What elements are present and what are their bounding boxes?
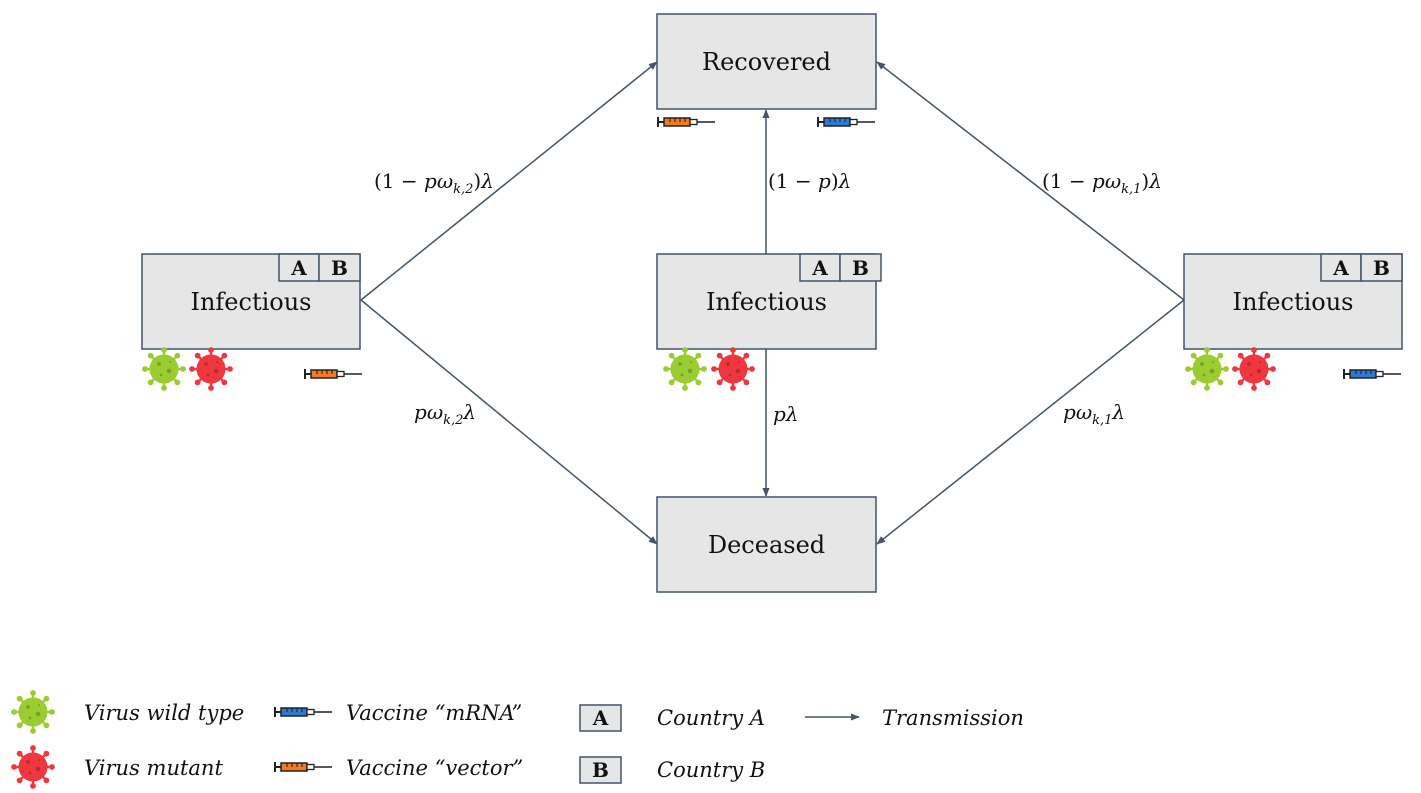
rate-center-recovered: (1 − p)λ (768, 169, 851, 193)
virus-icon (188, 346, 234, 392)
node-infectious-right-label: Infectious (1232, 288, 1353, 316)
rate-left-deceased: pωk,2λ (414, 400, 476, 428)
syringe-icon (656, 116, 716, 128)
rate-left-recovered: (1 − pωk,2)λ (374, 169, 494, 197)
legend-country-a: Country A (657, 706, 765, 730)
virus-icon (1231, 346, 1277, 392)
rate-right-recovered: (1 − pωk,1)λ (1042, 169, 1162, 197)
node-deceased: Deceased (656, 496, 877, 593)
legend-virus-wild: Virus wild type (84, 701, 244, 725)
node-recovered: Recovered (656, 13, 877, 110)
node-infectious-left: Infectious A B (141, 253, 361, 350)
arrows (360, 61, 1185, 545)
node-infectious-left-label: Infectious (190, 288, 311, 316)
legend-transmission: Transmission (882, 706, 1024, 730)
country-tag-b: B (1373, 256, 1390, 280)
node-recovered-label: Recovered (702, 48, 831, 76)
node-infectious-center-label: Infectious (706, 288, 827, 316)
country-tag-a: A (811, 256, 828, 280)
syringe-icon (303, 368, 363, 380)
legend-country-b: Country B (657, 758, 765, 782)
node-infectious-right: Infectious A B (1183, 253, 1403, 350)
virus-icon (10, 689, 56, 735)
arrow-left-to-deceased (360, 299, 658, 545)
arrow-right-to-recovered (876, 61, 1185, 301)
country-tag-b: B (852, 256, 869, 280)
legend-tag-b: B (592, 758, 609, 782)
rate-center-deceased: pλ (773, 402, 799, 426)
node-deceased-label: Deceased (708, 531, 825, 559)
country-tag-a: A (290, 256, 307, 280)
node-infectious-center: Infectious A B (656, 253, 882, 350)
rate-right-deceased: pωk,1λ (1063, 400, 1125, 428)
virus-icon (1184, 346, 1230, 392)
virus-icon (141, 346, 187, 392)
legend-vaccine-mrna: Vaccine “mRNA” (346, 701, 522, 725)
virus-icon (10, 744, 56, 790)
legend-vaccine-vector: Vaccine “vector” (346, 756, 523, 780)
arrow-left-to-recovered (360, 61, 658, 301)
syringe-icon (1342, 368, 1402, 380)
legend: Virus wild type Virus mutant Vaccine “mR… (10, 689, 1024, 790)
virus-icon (710, 346, 756, 392)
legend-tag-a: A (592, 706, 609, 730)
arrow-right-to-deceased (876, 299, 1185, 545)
legend-virus-mutant: Virus mutant (84, 756, 223, 780)
syringe-icon (273, 761, 333, 773)
country-tag-b: B (331, 256, 348, 280)
syringe-icon (816, 116, 876, 128)
country-tag-a: A (1332, 256, 1349, 280)
virus-icon (662, 346, 708, 392)
syringe-icon (273, 706, 333, 718)
